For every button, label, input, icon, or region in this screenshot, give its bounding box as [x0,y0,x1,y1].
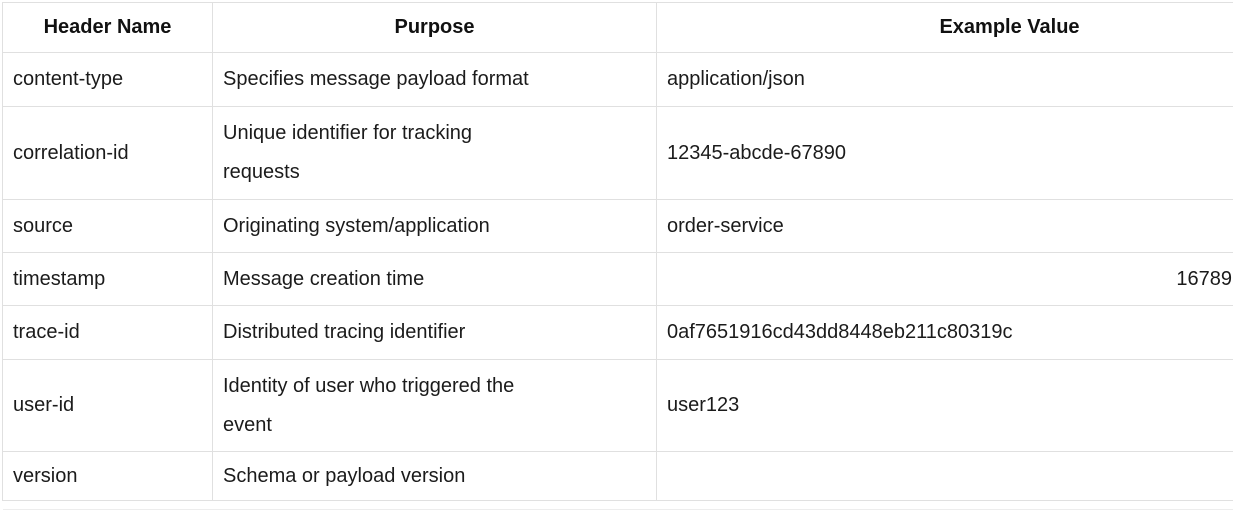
cell-purpose: Specifies message payload format [212,52,657,107]
cell-header-name: source [2,199,213,253]
column-header-example-value: Example Value [656,2,1233,53]
cell-purpose: Schema or payload version [212,451,657,501]
cell-purpose: Identity of user who triggered the event [212,359,657,452]
cell-header-name: content-type [2,52,213,107]
cell-header-name: version [2,451,213,501]
clipped-cell [656,500,1233,510]
table-header-row: Header Name Purpose Example Value [2,2,1233,53]
column-header-header-name: Header Name [2,2,213,53]
clipped-next-row [2,500,1233,510]
column-header-purpose: Purpose [212,2,657,53]
cell-purpose: Message creation time [212,252,657,306]
clipped-cell [212,500,657,510]
cell-header-name: user-id [2,359,213,452]
cell-purpose: Originating system/application [212,199,657,253]
cell-example-value: 16789 [656,252,1233,306]
cell-example-value: user123 [656,359,1233,452]
cell-example-value: order-service [656,199,1233,253]
cell-header-name: timestamp [2,252,213,306]
cell-example-value: application/json [656,52,1233,107]
clipped-next-row-group [2,500,1233,510]
clipped-cell [2,500,213,510]
table-header: Header Name Purpose Example Value [2,2,1233,53]
cell-example-value: 0af7651916cd43dd8448eb211c80319c [656,305,1233,360]
cell-example-value: 12345-abcde-67890 [656,106,1233,200]
cell-purpose: Distributed tracing identifier [212,305,657,360]
cell-example-value [656,451,1233,501]
cell-header-name: trace-id [2,305,213,360]
cell-purpose: Unique identifier for tracking requests [212,106,657,200]
cell-header-name: correlation-id [2,106,213,200]
